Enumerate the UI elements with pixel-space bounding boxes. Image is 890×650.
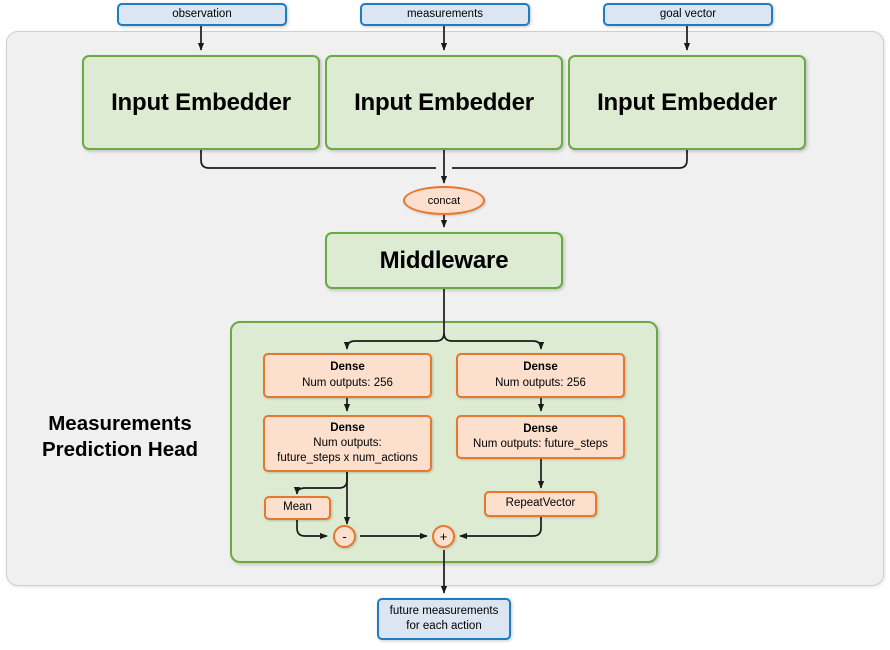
layer-dense-right-1-title: Dense bbox=[523, 361, 558, 374]
layer-repeat-vector-label: RepeatVector bbox=[505, 497, 576, 510]
layer-dense-left-1[interactable]: Dense Num outputs: 256 bbox=[263, 353, 432, 398]
input-box-goal-vector[interactable]: goal vector bbox=[603, 3, 773, 26]
op-subtract[interactable]: - bbox=[333, 525, 356, 548]
module-input-embedder-2[interactable]: Input Embedder bbox=[325, 55, 563, 150]
output-box-line-1: future measurements bbox=[389, 605, 499, 618]
input-box-observation-label: observation bbox=[172, 8, 232, 21]
module-input-embedder-1-label: Input Embedder bbox=[111, 88, 291, 116]
op-subtract-label: - bbox=[342, 529, 347, 544]
layer-dense-left-2-detail-1: Num outputs: bbox=[313, 436, 382, 449]
layer-dense-right-2-title: Dense bbox=[523, 422, 558, 435]
output-box-future-measurements[interactable]: future measurements for each action bbox=[377, 598, 511, 640]
module-input-embedder-3[interactable]: Input Embedder bbox=[568, 55, 806, 150]
layer-dense-left-2-title: Dense bbox=[330, 421, 365, 434]
layer-dense-right-1[interactable]: Dense Num outputs: 256 bbox=[456, 353, 625, 398]
op-add[interactable]: + bbox=[432, 525, 455, 548]
op-add-label: + bbox=[439, 529, 448, 544]
layer-repeat-vector[interactable]: RepeatVector bbox=[484, 491, 597, 517]
layer-mean-label: Mean bbox=[283, 501, 312, 514]
page-title-line-2: Prediction Head bbox=[41, 438, 199, 462]
module-input-embedder-2-label: Input Embedder bbox=[354, 88, 534, 116]
input-box-goal-vector-label: goal vector bbox=[659, 8, 717, 21]
layer-dense-left-1-title: Dense bbox=[330, 361, 365, 374]
page-title: Measurements Prediction Head bbox=[20, 411, 220, 463]
module-input-embedder-3-label: Input Embedder bbox=[597, 88, 777, 116]
layer-dense-right-1-detail: Num outputs: 256 bbox=[495, 376, 586, 389]
layer-dense-left-2-detail-2: future_steps x num_actions bbox=[277, 452, 418, 465]
output-box-line-2: for each action bbox=[406, 620, 482, 632]
module-middleware-label: Middleware bbox=[379, 246, 509, 274]
op-concat[interactable]: concat bbox=[403, 186, 485, 215]
layer-dense-left-1-detail: Num outputs: 256 bbox=[302, 376, 393, 389]
layer-mean[interactable]: Mean bbox=[264, 496, 331, 520]
op-concat-label: concat bbox=[427, 194, 461, 207]
input-box-measurements[interactable]: measurements bbox=[360, 3, 530, 26]
layer-dense-right-2[interactable]: Dense Num outputs: future_steps bbox=[456, 415, 625, 459]
module-middleware[interactable]: Middleware bbox=[325, 232, 563, 289]
layer-dense-right-2-detail: Num outputs: future_steps bbox=[473, 438, 608, 450]
page-title-line-1: Measurements bbox=[48, 412, 192, 435]
module-input-embedder-1[interactable]: Input Embedder bbox=[82, 55, 320, 150]
input-box-measurements-label: measurements bbox=[406, 8, 484, 21]
input-box-observation[interactable]: observation bbox=[117, 3, 287, 26]
layer-dense-left-2[interactable]: Dense Num outputs: future_steps x num_ac… bbox=[263, 415, 432, 472]
